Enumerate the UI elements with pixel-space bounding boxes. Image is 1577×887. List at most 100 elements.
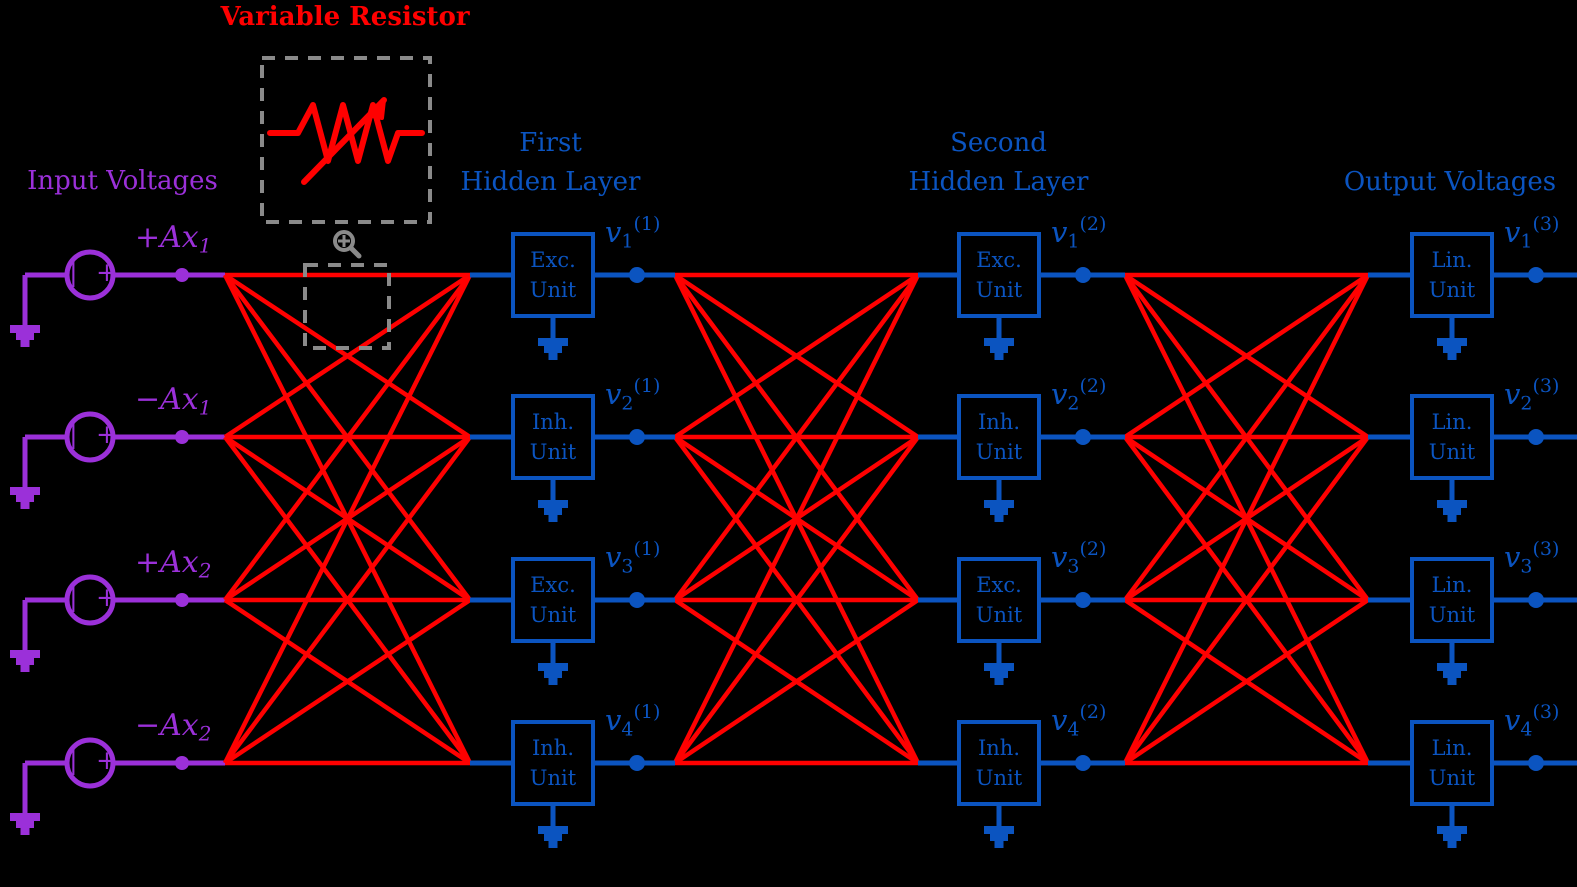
unit-output-node-1-3 bbox=[629, 592, 645, 608]
unit-label-line1: Inh. bbox=[977, 735, 1021, 760]
input-ground-icon-3 bbox=[10, 630, 40, 672]
unit-box-second-hidden-layer-3[interactable]: Exc. Unit bbox=[957, 557, 1041, 643]
unit-output-node-2-3 bbox=[1075, 592, 1091, 608]
mesh-1-wire-2-1 bbox=[223, 273, 472, 439]
unit-ground-icon-1-2 bbox=[538, 480, 568, 522]
unit-ground-icon-3-4 bbox=[1437, 806, 1467, 848]
unit-box-first-hidden-layer-4[interactable]: Inh.Unit bbox=[511, 720, 595, 806]
voltage-source-glyph-3: | + bbox=[69, 583, 123, 613]
variable-resistor-arrow-head bbox=[370, 98, 386, 120]
unit-box-first-hidden-layer-3[interactable]: Exc. Unit bbox=[511, 557, 595, 643]
mesh-1-wire-4-1 bbox=[222, 273, 473, 765]
unit-ground-icon-2-4 bbox=[984, 806, 1014, 848]
unit-label-line1: Lin. bbox=[1431, 409, 1473, 434]
unit-box-first-hidden-layer-2[interactable]: Inh. Unit bbox=[511, 394, 595, 480]
unit-ground-icon-2-2 bbox=[984, 480, 1014, 522]
voltage-source-glyph-2: | + bbox=[69, 420, 123, 450]
voltage-source-glyph-4: | + bbox=[69, 746, 123, 776]
node-voltage-label-first-hidden-layer-3: v3(1) bbox=[605, 538, 661, 578]
unit-label-line2: Unit bbox=[529, 603, 577, 627]
unit-box-second-hidden-layer-4[interactable]: Inh. Unit bbox=[957, 720, 1041, 806]
input-ground-icon-4 bbox=[10, 793, 40, 835]
unit-box-output-layer-2[interactable]: Lin. Unit bbox=[1410, 394, 1494, 480]
node-voltage-label-output-layer-4: v4(3) bbox=[1504, 701, 1560, 741]
unit-label-line1: Inh. bbox=[531, 409, 575, 434]
mesh-1-wire-3-1 bbox=[223, 273, 472, 602]
unit-output-node-2-4 bbox=[1075, 755, 1091, 771]
input-junction-dot-3 bbox=[175, 593, 189, 607]
unit-box-output-layer-4[interactable]: Lin. Unit bbox=[1410, 720, 1494, 806]
unit-ground-icon-3-3 bbox=[1437, 643, 1467, 685]
selection-dashed-box bbox=[303, 263, 391, 350]
unit-output-node-3-4 bbox=[1528, 755, 1544, 771]
mesh-3-wire-3-1 bbox=[1123, 273, 1370, 602]
heading-input-voltages: Input Voltages bbox=[27, 166, 218, 196]
unit-label-line1: Exc. bbox=[530, 247, 576, 272]
node-voltage-label-first-hidden-layer-4: v4(1) bbox=[605, 701, 661, 741]
unit-output-node-2-1 bbox=[1075, 267, 1091, 283]
input-junction-dot-4 bbox=[175, 756, 189, 770]
unit-output-node-3-2 bbox=[1528, 429, 1544, 445]
unit-output-node-2-2 bbox=[1075, 429, 1091, 445]
unit-output-node-3-1 bbox=[1528, 267, 1544, 283]
node-voltage-label-second-hidden-layer-3: v3(2) bbox=[1051, 538, 1107, 578]
unit-label-line2: Unit bbox=[1428, 603, 1476, 627]
mesh-1-wire-4-2 bbox=[223, 435, 472, 765]
unit-label-line2: Unit bbox=[1428, 278, 1476, 302]
unit-label-line1: Lin. bbox=[1431, 735, 1473, 760]
input-junction-dot-1 bbox=[175, 268, 189, 282]
heading-variable-resistor: Variable Resistor bbox=[220, 2, 470, 32]
node-voltage-label-second-hidden-layer-1: v1(2) bbox=[1051, 213, 1107, 253]
unit-label-line2: Unit bbox=[975, 766, 1023, 790]
unit-label-line1: Exc. bbox=[530, 572, 576, 597]
voltage-source-glyph-1: | + bbox=[69, 258, 123, 288]
unit-label-line1: Exc. bbox=[976, 572, 1022, 597]
heading-first-hidden-layer-line2: Hidden Layer bbox=[460, 167, 641, 197]
unit-label-line2: Unit bbox=[1428, 766, 1476, 790]
unit-label-line2: Unit bbox=[1428, 440, 1476, 464]
unit-output-node-3-3 bbox=[1528, 592, 1544, 608]
input-ground-icon-1 bbox=[10, 305, 40, 347]
mesh-3-wire-4-1 bbox=[1122, 273, 1371, 765]
mesh-2-wire-4-1 bbox=[672, 273, 921, 765]
unit-label-line2: Unit bbox=[529, 278, 577, 302]
mesh-3-wire-4-2 bbox=[1123, 435, 1370, 765]
mesh-2-wire-3-1 bbox=[673, 273, 920, 602]
unit-label-line2: Unit bbox=[975, 603, 1023, 627]
unit-label-line1: Exc. bbox=[976, 247, 1022, 272]
variable-resistor-arrow-shaft bbox=[301, 97, 387, 185]
heading-first-hidden-layer-line1: First bbox=[519, 128, 582, 158]
unit-output-node-1-2 bbox=[629, 429, 645, 445]
node-voltage-label-second-hidden-layer-2: v2(2) bbox=[1051, 375, 1107, 415]
input-voltage-label-2: −Ax1 bbox=[135, 382, 212, 420]
unit-output-node-1-4 bbox=[629, 755, 645, 771]
node-voltage-label-output-layer-3: v3(3) bbox=[1504, 538, 1560, 578]
mesh-3-wire-2-1 bbox=[1123, 273, 1370, 439]
input-voltage-label-4: −Ax2 bbox=[135, 708, 212, 746]
unit-label-line1: Inh. bbox=[531, 735, 575, 760]
unit-ground-icon-1-3 bbox=[538, 643, 568, 685]
node-voltage-label-second-hidden-layer-4: v4(2) bbox=[1051, 701, 1107, 741]
unit-label-line2: Unit bbox=[529, 440, 577, 464]
unit-ground-icon-2-3 bbox=[984, 643, 1014, 685]
variable-resistor-icon bbox=[267, 102, 425, 164]
unit-label-line2: Unit bbox=[975, 440, 1023, 464]
variable-resistor-dashed-box bbox=[260, 56, 432, 224]
unit-box-first-hidden-layer-1[interactable]: Exc. Unit bbox=[511, 232, 595, 318]
unit-ground-icon-3-1 bbox=[1437, 318, 1467, 360]
heading-second-hidden-layer-line2: Hidden Layer bbox=[908, 167, 1089, 197]
input-junction-dot-2 bbox=[175, 430, 189, 444]
unit-box-output-layer-3[interactable]: Lin.Unit bbox=[1410, 557, 1494, 643]
unit-ground-icon-2-1 bbox=[984, 318, 1014, 360]
mesh-2-wire-4-2 bbox=[673, 435, 920, 765]
heading-output-voltages: Output Voltages bbox=[1343, 167, 1557, 197]
input-voltage-label-3: +Ax2 bbox=[135, 545, 212, 583]
unit-label-line2: Unit bbox=[975, 278, 1023, 302]
unit-box-second-hidden-layer-2[interactable]: Inh.Unit bbox=[957, 394, 1041, 480]
node-voltage-label-output-layer-1: v1(3) bbox=[1504, 213, 1560, 253]
unit-box-second-hidden-layer-1[interactable]: Exc. Unit bbox=[957, 232, 1041, 318]
unit-box-output-layer-1[interactable]: Lin.Unit bbox=[1410, 232, 1494, 318]
zoom-in-magnifier-icon[interactable] bbox=[333, 230, 362, 259]
